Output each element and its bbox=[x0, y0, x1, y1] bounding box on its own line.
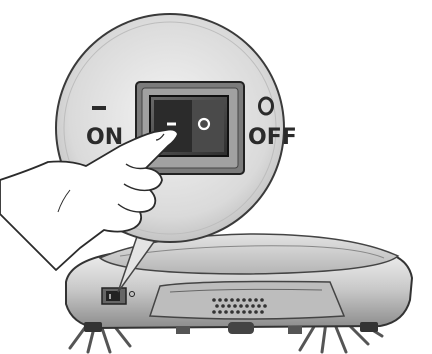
on-label: ON bbox=[86, 125, 123, 150]
off-label: OFF bbox=[248, 125, 297, 150]
line-icon bbox=[92, 106, 106, 110]
robot-vacuum bbox=[66, 234, 412, 352]
